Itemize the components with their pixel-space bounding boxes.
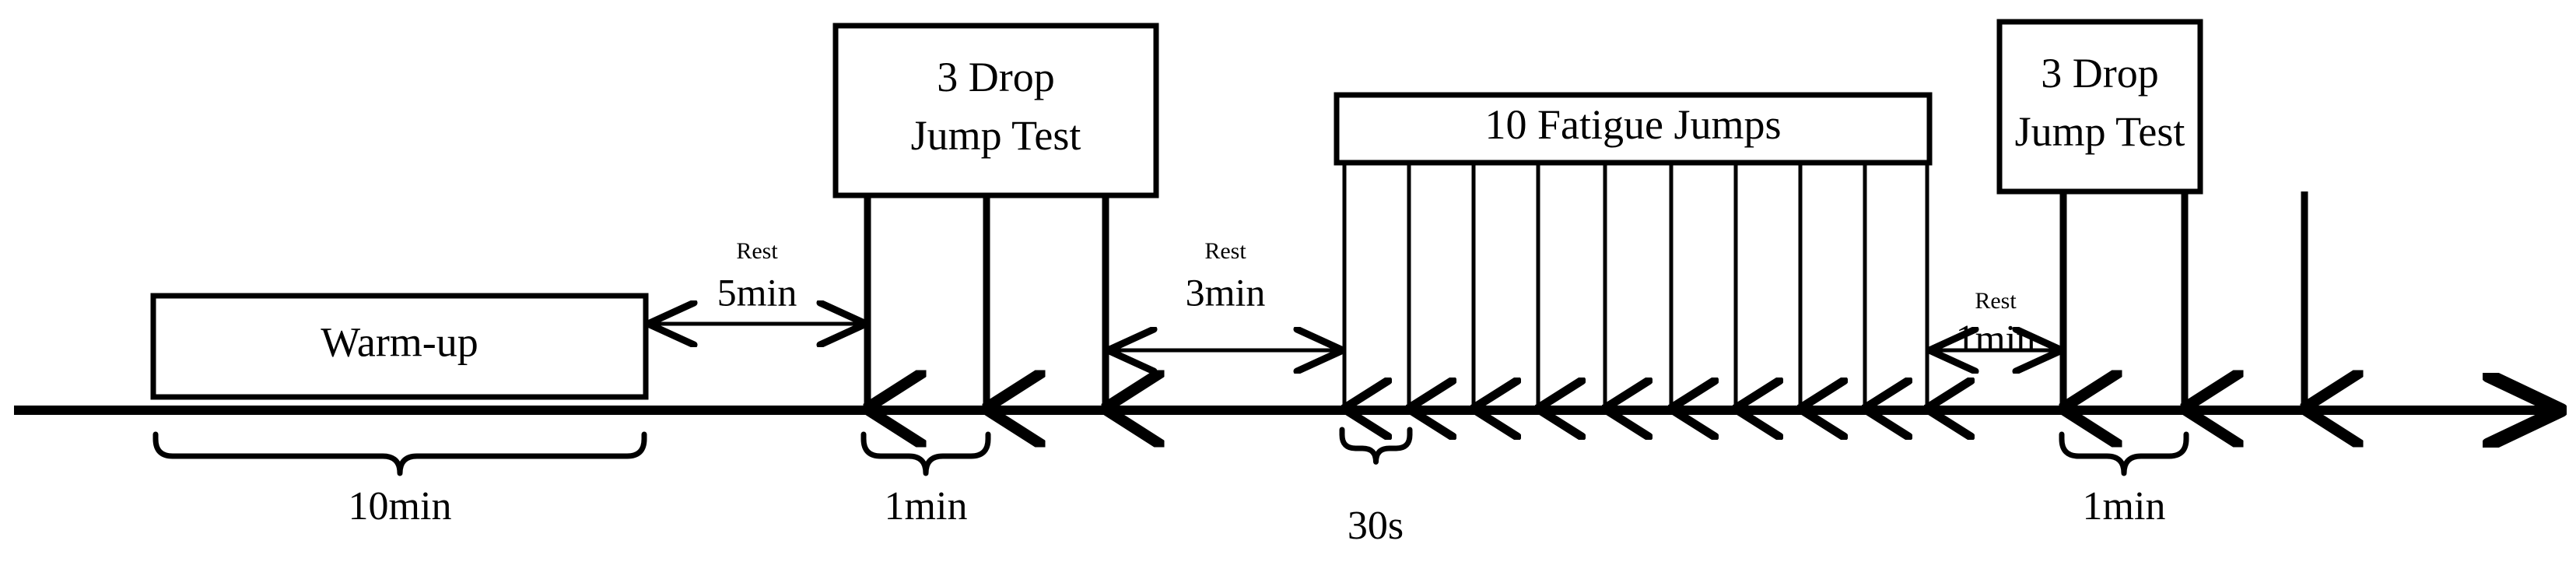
duration-drop-jump-1: 1min (860, 431, 991, 529)
duration-drop-jump-2-brace (2059, 431, 2189, 476)
box-outline-drop-jump-test-2 (1996, 19, 2203, 195)
duration-fatigue-jump-label: 30s (1348, 504, 1404, 548)
fatigue-jump-arrows (1344, 163, 1927, 409)
duration-fatigue-jump-brace (1339, 427, 1413, 465)
box-outline-drop-jump-test-1 (832, 23, 1159, 198)
box-label-drop-jump-test-2-line-1: 3 Drop (2041, 50, 2158, 97)
drop-jump-test-1-arrows (867, 195, 1106, 409)
duration-drop-jump-2-label: 1min (2083, 484, 2166, 529)
duration-drop-jump-2: 1min (2059, 431, 2189, 529)
rest-3min-rest-word: Rest (1204, 238, 1246, 264)
rest-5min-rest-word: Rest (736, 238, 778, 264)
duration-drop-jump-1-brace (860, 431, 991, 476)
rest-5min: Rest 5min (648, 238, 866, 324)
box-label-drop-jump-test-1-line-2: Jump Test (911, 112, 1081, 159)
box-label-warm-up-line-1: Warm-up (321, 318, 478, 365)
box-outline-fatigue-jumps (1334, 92, 1933, 166)
rest-1min-rest-word: Rest (1975, 288, 2017, 314)
box-fatigue-jumps: 10 Fatigue Jumps (1334, 92, 1933, 166)
box-label-drop-jump-test-2-line-2: Jump Test (2015, 108, 2185, 155)
rest-3min-duration-label: 3min (1186, 270, 1266, 314)
box-label-fatigue-jumps-line-1: 10 Fatigue Jumps (1484, 101, 1781, 148)
rest-3min: Rest 3min (1108, 238, 1343, 350)
box-outline-warm-up (150, 293, 649, 400)
rest-5min-duration-label: 5min (717, 270, 797, 314)
duration-warmup-label: 10min (349, 484, 452, 529)
duration-drop-jump-1-label: 1min (885, 484, 968, 529)
duration-warmup: 10min (152, 431, 647, 529)
box-warm-up: Warm-up (150, 293, 649, 400)
box-label-drop-jump-test-1-line-1: 3 Drop (937, 54, 1054, 100)
duration-fatigue-jump: 30s (1339, 427, 1413, 548)
drop-jump-test-2-arrows (2063, 191, 2304, 409)
duration-braces: 10min 1min 30s 1min (152, 427, 2189, 548)
duration-warmup-brace (152, 431, 647, 476)
rest-1min-duration-label: 1min (1956, 316, 2036, 360)
